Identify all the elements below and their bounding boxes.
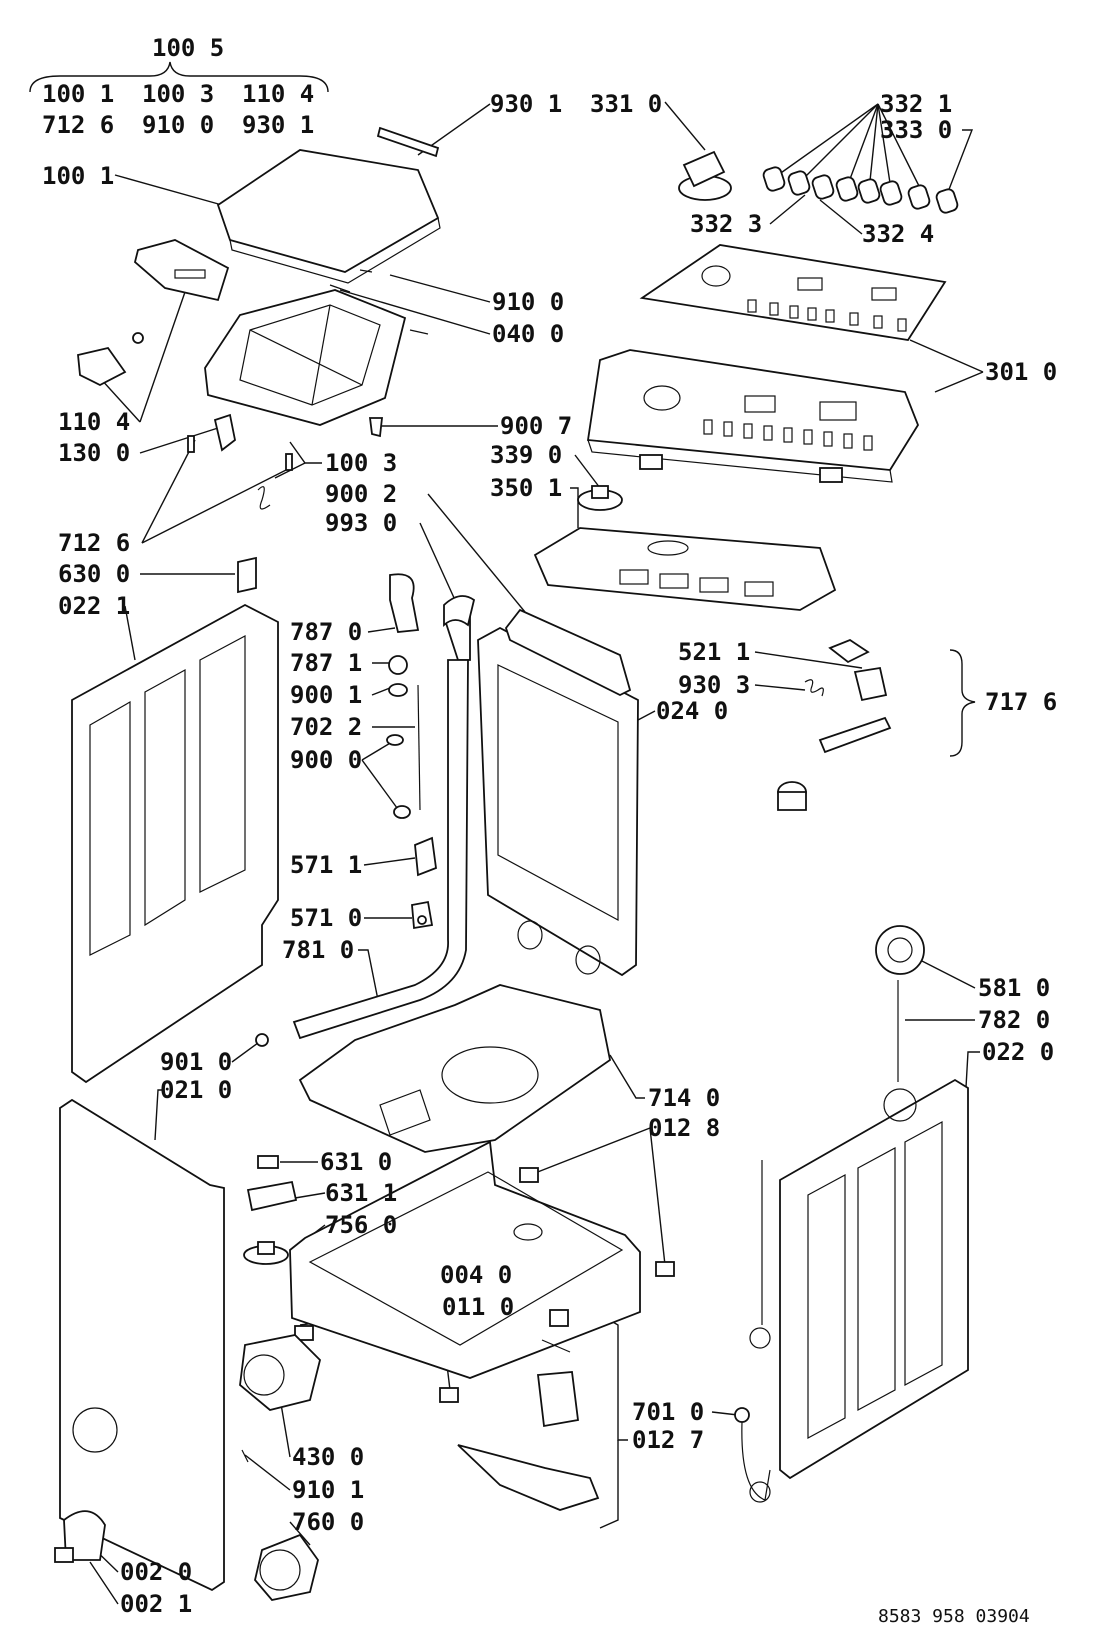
label-1104: 110 4 [242,80,314,108]
left-side-panel-part [71,603,279,1084]
label-9100: 910 0 [142,111,214,139]
label-0221: 022 1 [58,592,130,620]
lid-part [216,149,441,284]
part-labels: 100 5 100 1 100 3 110 4 712 6 910 0 930 … [42,34,1057,1627]
label-7810: 781 0 [282,936,354,964]
valves-parts [411,836,437,930]
filter-door-part [54,1510,106,1563]
label-9000: 900 0 [290,746,362,774]
label-0040: 004 0 [440,1261,512,1289]
lock-mechanism-parts [777,638,892,811]
strip-part [376,126,440,158]
switch-parts [243,1033,298,1265]
label-1001-lid: 100 1 [42,162,114,190]
label-0400: 040 0 [492,320,564,348]
document-number: 8583 958 03904 [878,1606,1030,1627]
label-5810: 581 0 [978,974,1050,1002]
label-0020: 002 0 [120,1558,192,1586]
label-9100-pin: 910 0 [492,288,564,316]
label-6300: 630 0 [58,560,130,588]
label-3390: 339 0 [490,441,562,469]
label-9301-strip: 930 1 [490,90,562,118]
label-1005: 100 5 [152,34,224,62]
label-9001: 900 1 [290,681,362,709]
counterweight-parts [875,925,925,1122]
selector-wheel-part [577,485,623,511]
label-7820: 782 0 [978,1006,1050,1034]
label-3321: 332 1 [880,90,952,118]
label-0021: 002 1 [120,1590,192,1618]
label-3501: 350 1 [490,474,562,502]
label-5710: 571 0 [290,904,362,932]
label-0210: 021 0 [160,1076,232,1104]
small-box-part [237,556,257,594]
label-1003-frame: 100 3 [325,449,397,477]
label-0240: 024 0 [656,697,728,725]
rear-side-parts [457,1309,771,1511]
label-7870: 787 0 [290,618,362,646]
hoses-parts [292,573,476,1040]
pins-parts [329,269,429,438]
label-7871: 787 1 [290,649,362,677]
label-6310: 631 0 [320,1148,392,1176]
label-3323: 332 3 [690,210,762,238]
label-3010: 301 0 [985,358,1057,386]
decal-panel-part [639,244,947,341]
label-0110: 011 0 [442,1293,514,1321]
control-console-part [586,349,920,483]
drain-pump-parts [239,1334,321,1601]
label-5211: 521 1 [678,638,750,666]
label-0220: 022 0 [982,1038,1054,1066]
label-9010: 901 0 [160,1048,232,1076]
label-9101: 910 1 [292,1476,364,1504]
label-3330: 333 0 [880,116,952,144]
label-5711: 571 1 [290,851,362,879]
label-4300: 430 0 [292,1443,364,1471]
bottom-tray-part [298,984,611,1153]
label-9303: 930 3 [678,671,750,699]
label-7600: 760 0 [292,1508,364,1536]
label-1001: 100 1 [42,80,114,108]
label-0128: 012 8 [648,1114,720,1142]
feet-parts [294,1167,675,1403]
label-1300: 130 0 [58,439,130,467]
label-7022: 702 2 [290,713,362,741]
label-9002: 900 2 [325,480,397,508]
knob-part [678,150,732,201]
label-7140: 714 0 [648,1084,720,1112]
label-7010: 701 0 [632,1398,704,1426]
electronics-board-part [533,527,837,611]
label-6311: 631 1 [325,1179,397,1207]
right-side-panel-part [749,1078,969,1503]
label-1104-handle: 110 4 [58,408,130,436]
leader-lines [29,61,984,1605]
label-7126-spring: 712 6 [58,529,130,557]
label-1003: 100 3 [142,80,214,108]
label-3324: 332 4 [862,220,934,248]
push-buttons-part [762,166,959,214]
handle-part [77,239,230,387]
label-7126: 712 6 [42,111,114,139]
label-9007: 900 7 [500,412,572,440]
top-frame-part [204,289,407,426]
hinge-parts [132,332,293,510]
label-9930: 993 0 [325,509,397,537]
label-7560: 756 0 [325,1211,397,1239]
label-3310: 331 0 [590,90,662,118]
chassis-part [289,1140,641,1379]
label-0127: 012 7 [632,1426,704,1454]
rear-frame-part [477,608,639,977]
label-7176: 717 6 [985,688,1057,716]
label-9301: 930 1 [242,111,314,139]
